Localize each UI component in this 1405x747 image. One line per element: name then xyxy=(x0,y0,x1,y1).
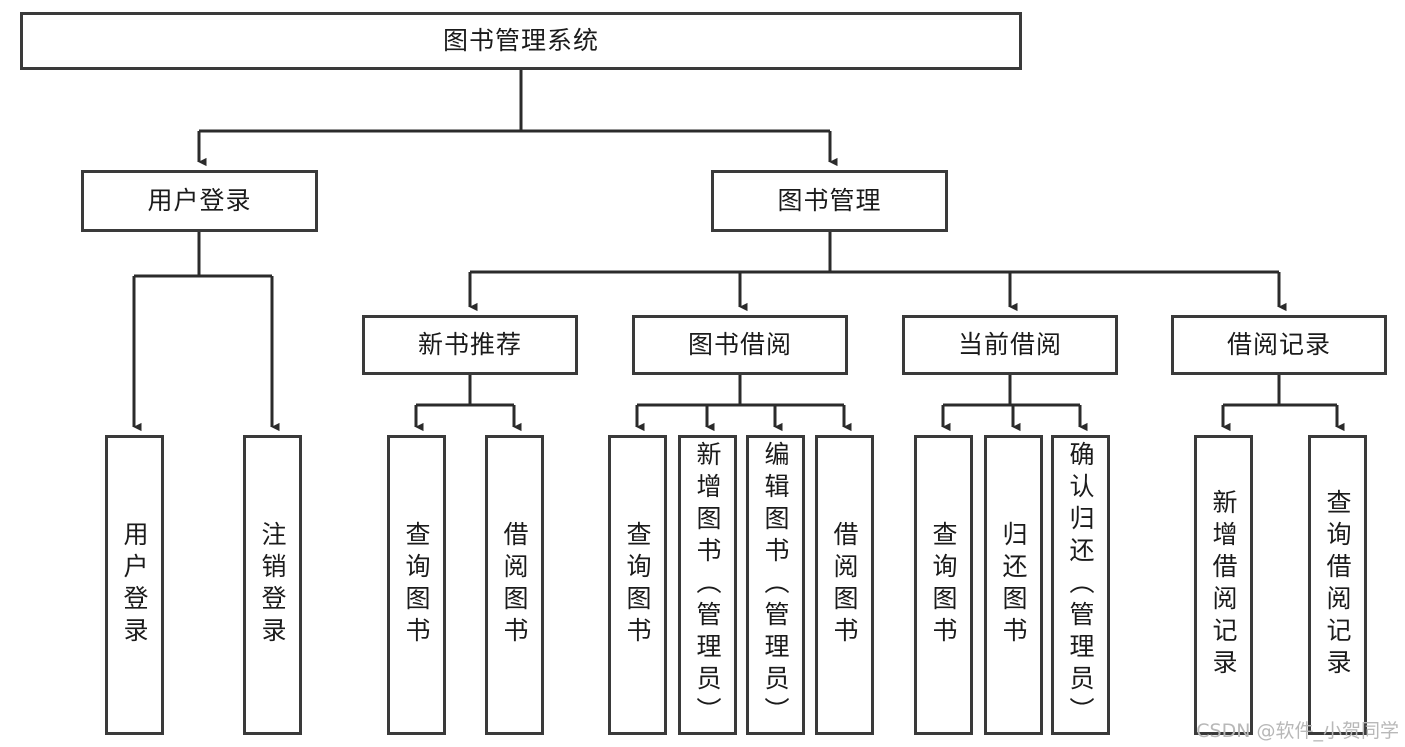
node-leaf-user-login-label: 用户登录 xyxy=(120,521,149,649)
node-leaf-query-book-2[interactable]: 查询图书 xyxy=(608,435,667,735)
node-leaf-user-login[interactable]: 用户登录 xyxy=(105,435,164,735)
node-user-login[interactable]: 用户登录 xyxy=(81,170,318,232)
node-leaf-edit-book-admin-label: 编辑图书（管理员） xyxy=(761,441,790,729)
csdn-watermark: CSDN @软件_小贺同学 xyxy=(1196,720,1399,742)
node-new-book-recommendation[interactable]: 新书推荐 xyxy=(362,315,578,375)
node-leaf-add-book-admin-label: 新增图书（管理员） xyxy=(693,441,722,729)
node-leaf-borrow-book-1-label: 借阅图书 xyxy=(500,521,529,649)
node-leaf-add-borrow-record[interactable]: 新增借阅记录 xyxy=(1194,435,1253,735)
node-leaf-logout-label: 注销登录 xyxy=(258,521,287,649)
node-leaf-query-book-3[interactable]: 查询图书 xyxy=(914,435,973,735)
node-leaf-add-borrow-record-label: 新增借阅记录 xyxy=(1209,489,1238,681)
node-book-manage-label: 图书管理 xyxy=(777,185,882,215)
node-current-borrow[interactable]: 当前借阅 xyxy=(902,315,1118,375)
node-leaf-borrow-book-1[interactable]: 借阅图书 xyxy=(485,435,544,735)
node-book-borrow[interactable]: 图书借阅 xyxy=(632,315,848,375)
node-root[interactable]: 图书管理系统 xyxy=(20,12,1022,70)
node-leaf-query-book-1[interactable]: 查询图书 xyxy=(387,435,446,735)
node-leaf-edit-book-admin[interactable]: 编辑图书（管理员） xyxy=(746,435,805,735)
node-leaf-add-book-admin[interactable]: 新增图书（管理员） xyxy=(678,435,737,735)
node-leaf-return-book-label: 归还图书 xyxy=(999,521,1028,649)
node-book-borrow-label: 图书借阅 xyxy=(687,329,792,359)
node-user-login-label: 用户登录 xyxy=(147,185,252,215)
node-leaf-return-book[interactable]: 归还图书 xyxy=(984,435,1043,735)
node-borrow-record[interactable]: 借阅记录 xyxy=(1171,315,1387,375)
node-leaf-confirm-return-admin-label: 确认归还（管理员） xyxy=(1066,441,1095,729)
node-leaf-confirm-return-admin[interactable]: 确认归还（管理员） xyxy=(1051,435,1110,735)
node-leaf-query-borrow-record-label: 查询借阅记录 xyxy=(1323,489,1352,681)
node-leaf-query-book-1-label: 查询图书 xyxy=(402,521,431,649)
node-leaf-query-borrow-record[interactable]: 查询借阅记录 xyxy=(1308,435,1367,735)
node-root-label: 图书管理系统 xyxy=(442,25,599,55)
node-new-book-recommendation-label: 新书推荐 xyxy=(417,329,522,359)
node-leaf-query-book-2-label: 查询图书 xyxy=(623,521,652,649)
node-leaf-query-book-3-label: 查询图书 xyxy=(929,521,958,649)
node-book-manage[interactable]: 图书管理 xyxy=(711,170,948,232)
node-current-borrow-label: 当前借阅 xyxy=(957,329,1062,359)
node-leaf-borrow-book-2-label: 借阅图书 xyxy=(830,521,859,649)
node-leaf-logout[interactable]: 注销登录 xyxy=(243,435,302,735)
node-borrow-record-label: 借阅记录 xyxy=(1226,329,1331,359)
node-leaf-borrow-book-2[interactable]: 借阅图书 xyxy=(815,435,874,735)
